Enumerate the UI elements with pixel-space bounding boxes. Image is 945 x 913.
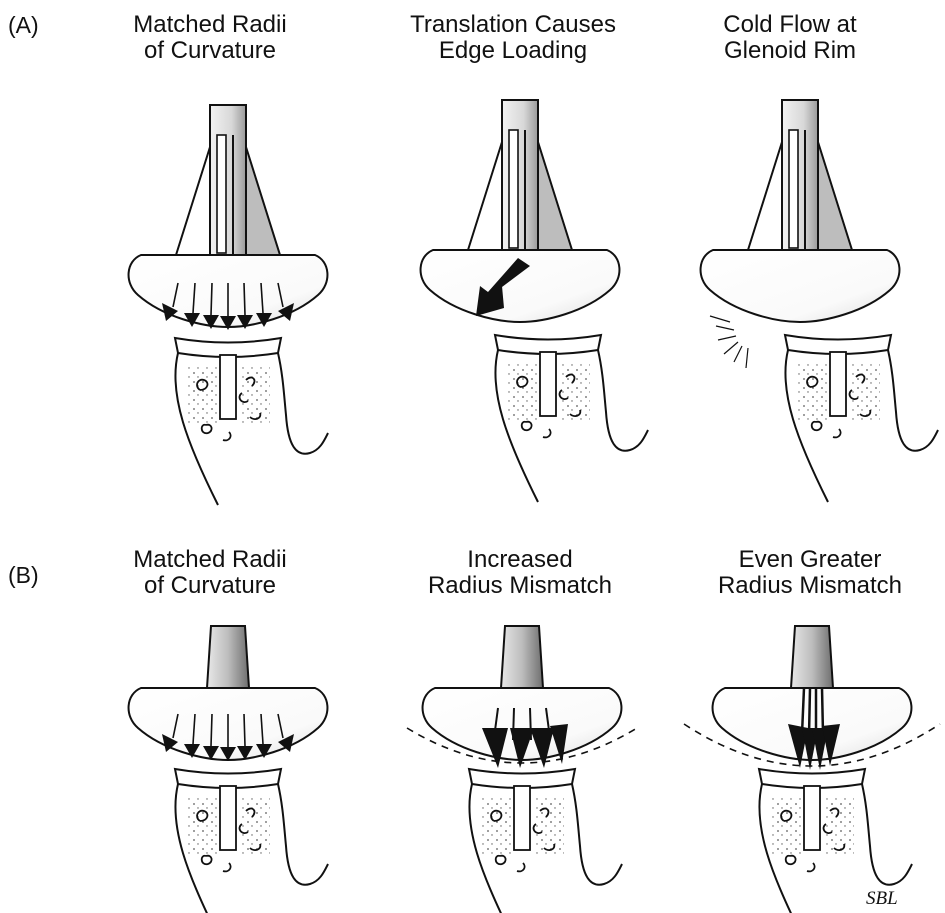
panel-a1-illustration [129,105,328,505]
panel-a2-illustration [421,100,648,502]
panel-b2-illustration [407,626,637,913]
artist-signature: SBL [866,888,898,910]
panel-b1-illustration [129,626,328,913]
panel-a3-illustration [701,100,938,502]
panel-b3-illustration [684,626,940,913]
cold-flow-lines [710,316,748,368]
